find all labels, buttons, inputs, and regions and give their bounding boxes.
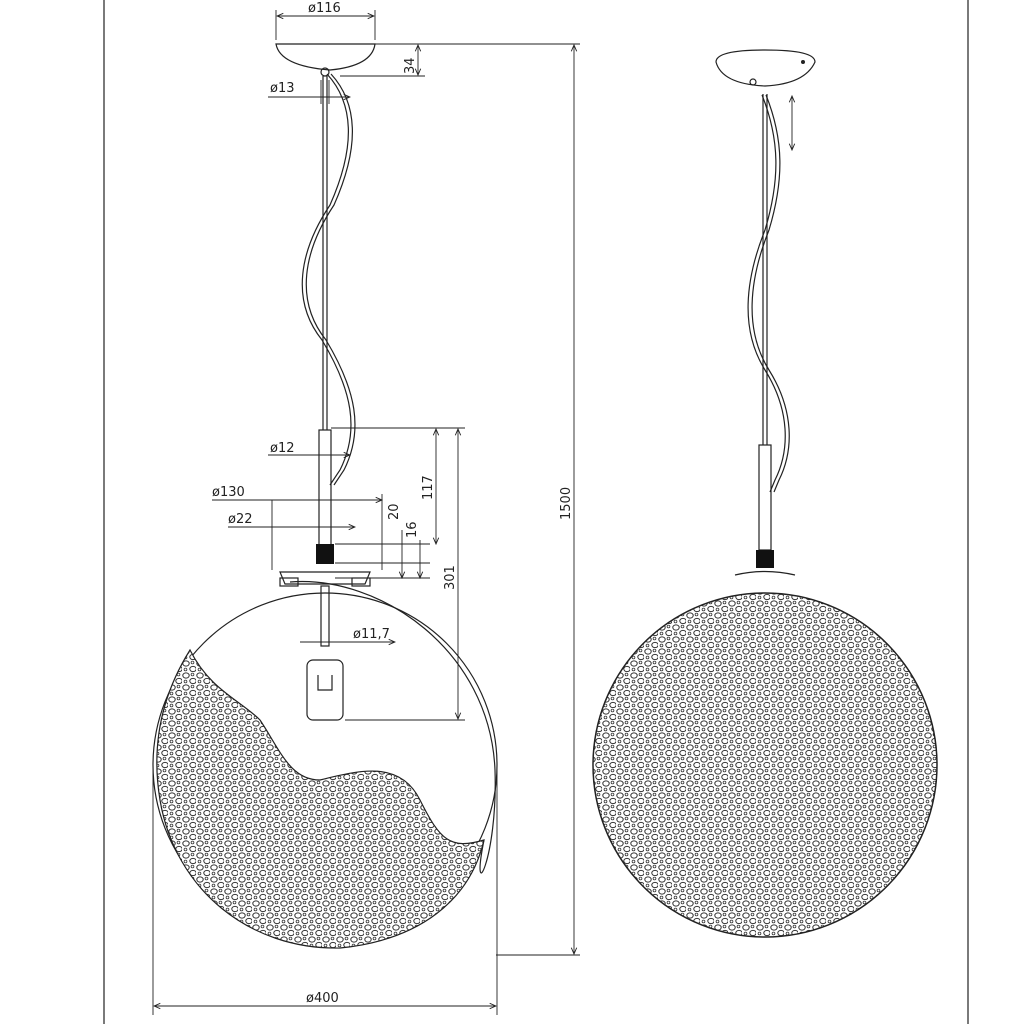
holder-plate-left xyxy=(279,571,371,585)
canopy-height-label: 34 xyxy=(403,57,418,74)
socket-right xyxy=(756,550,774,568)
left-view: ø116 34 1500 ø13 ø12 117 301 xyxy=(152,1,580,1015)
canopy-left xyxy=(275,43,376,71)
right-view xyxy=(592,49,938,938)
globe-mesh-left xyxy=(156,648,485,949)
rod-top-diameter-label: ø13 xyxy=(270,81,295,96)
canopy-right xyxy=(715,49,816,87)
dim-301-label: 301 xyxy=(443,565,458,590)
dim-117-label: 117 xyxy=(421,475,436,500)
bulb-diameter-label: ø11,7 xyxy=(353,627,390,642)
rod-left xyxy=(318,429,332,546)
rod-right xyxy=(758,444,772,551)
dim-20-label: 20 xyxy=(387,503,402,520)
dim-16-label: 16 xyxy=(405,521,420,538)
bulb-left xyxy=(306,659,344,721)
holder-outer-diameter-label: ø130 xyxy=(212,485,245,500)
globe-mesh-right xyxy=(592,592,938,938)
holder-inner-diameter-label: ø22 xyxy=(228,512,253,527)
power-cable-left xyxy=(301,73,352,486)
globe-diameter-label: ø400 xyxy=(306,991,339,1006)
power-cable-right xyxy=(747,94,786,493)
socket-left xyxy=(316,544,334,564)
canopy-diameter-label: ø116 xyxy=(308,1,341,16)
total-height-label: 1500 xyxy=(559,487,574,520)
rod-diameter-label: ø12 xyxy=(270,441,295,456)
